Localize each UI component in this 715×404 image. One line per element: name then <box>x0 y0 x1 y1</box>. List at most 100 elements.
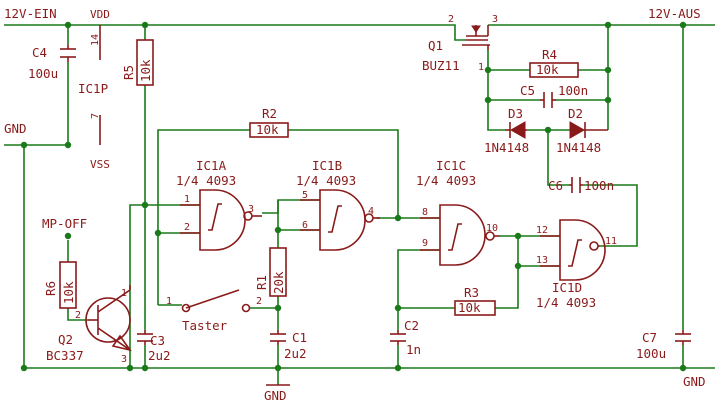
ic1d-pin11: 11 <box>605 236 617 247</box>
ic1p-name: IC1P <box>78 81 108 96</box>
wire-q2-collector <box>129 204 200 355</box>
ic1p-pin7: 7 <box>90 113 101 119</box>
c7-name: C7 <box>642 330 657 345</box>
wire-r2-left <box>157 129 250 305</box>
junction <box>394 364 402 372</box>
junction <box>484 96 492 104</box>
nand-gate-ic1d <box>540 219 606 281</box>
c5-value: 100n <box>558 83 588 98</box>
ic1b-value: 1/4 4093 <box>296 173 356 188</box>
net-label-gnd-left: GND <box>4 121 27 136</box>
r3-value: 10k <box>458 300 481 315</box>
junction <box>679 364 687 372</box>
nand-gate-ic1a <box>180 189 262 251</box>
r1-name: R1 <box>254 275 269 290</box>
c5-name: C5 <box>520 83 535 98</box>
ic1a-pin1: 1 <box>184 194 190 205</box>
capacitor-c7 <box>675 330 691 345</box>
mosfet-q1 <box>462 25 490 50</box>
junction <box>484 66 492 74</box>
c1-value: 2u2 <box>284 346 307 361</box>
switch-taster <box>181 289 251 313</box>
wire-ic1a-out <box>262 199 320 214</box>
labels: 12V-EIN VDD 12V-AUS GND VSS GND GND MP-O… <box>4 6 706 403</box>
c2-name: C2 <box>404 318 419 333</box>
junction <box>514 262 522 270</box>
junction <box>20 364 28 372</box>
ic1b-pin6: 6 <box>302 220 308 231</box>
c2-value: 1n <box>406 342 421 357</box>
ic1c-value: 1/4 4093 <box>416 173 476 188</box>
junction <box>274 364 282 372</box>
ic1b-pin5: 5 <box>302 190 308 201</box>
junction <box>64 141 72 149</box>
r2-name: R2 <box>262 106 277 121</box>
ic1b-pin4: 4 <box>368 206 374 217</box>
wires <box>4 24 715 385</box>
capacitor-c3 <box>137 330 153 345</box>
resistor-r4 <box>529 62 579 78</box>
junction <box>274 304 282 312</box>
ic1c-name: IC1C <box>436 158 466 173</box>
net-label-vdd: VDD <box>90 8 110 21</box>
capacitor-c6 <box>569 177 583 193</box>
r6-name: R6 <box>43 281 58 296</box>
r4-value: 10k <box>536 62 559 77</box>
junction <box>141 364 149 372</box>
r5-value: 10k <box>138 59 153 82</box>
junction <box>604 66 612 74</box>
capacitor-c2 <box>390 330 406 345</box>
ic1b-name: IC1B <box>312 158 342 173</box>
transistor-q2 <box>85 285 132 352</box>
diode-d3 <box>505 121 527 139</box>
capacitor-c4 <box>60 45 76 62</box>
net-label-gnd-bottom: GND <box>264 388 287 403</box>
q1-value: BUZ11 <box>422 58 460 73</box>
junction <box>514 232 522 240</box>
r2-value: 10k <box>256 122 279 137</box>
c3-name: C3 <box>150 333 165 348</box>
resistor-r1 <box>269 247 287 297</box>
d3-name: D3 <box>508 106 523 121</box>
net-label-mp-off: MP-OFF <box>42 216 87 231</box>
d2-name: D2 <box>568 106 583 121</box>
diode-d2 <box>569 121 608 139</box>
wire-r6-bottom <box>67 308 88 321</box>
q2-pin3: 3 <box>121 354 127 365</box>
ic1c-pin8: 8 <box>422 207 428 218</box>
junction <box>20 141 28 149</box>
ic1p-pin14: 14 <box>90 34 101 46</box>
ic1d-value: 1/4 4093 <box>536 295 596 310</box>
wire-q1-gate <box>487 50 505 131</box>
r5-name: R5 <box>121 65 136 80</box>
d2-value: 1N4148 <box>556 140 601 155</box>
junction <box>604 21 612 29</box>
ic1a-name: IC1A <box>196 158 227 173</box>
ic1d-pin12: 12 <box>536 225 548 236</box>
c1-name: C1 <box>292 330 307 345</box>
resistor-r2 <box>249 122 289 138</box>
q1-pin3: 3 <box>492 14 498 25</box>
q1-pin1: 1 <box>478 62 484 73</box>
capacitor-c1 <box>270 330 286 345</box>
c6-name: C6 <box>548 178 563 193</box>
junctions <box>20 21 687 372</box>
net-label-input: 12V-EIN <box>4 6 57 21</box>
net-label-output: 12V-AUS <box>648 6 701 21</box>
net-label-vss: VSS <box>90 158 110 171</box>
junction <box>141 201 149 209</box>
r4-name: R4 <box>542 47 557 62</box>
wire-vdd-rail <box>4 24 146 40</box>
junction <box>154 229 162 237</box>
resistor-r6 <box>59 261 77 309</box>
wire-c6-left <box>547 150 569 186</box>
c3-value: 2u2 <box>148 348 171 363</box>
c4-value: 100u <box>28 66 58 81</box>
q2-pin2: 2 <box>75 310 81 321</box>
nand-gate-ic1b <box>300 189 380 251</box>
junction <box>679 21 687 29</box>
q2-name: Q2 <box>58 332 73 347</box>
junction <box>126 364 134 372</box>
